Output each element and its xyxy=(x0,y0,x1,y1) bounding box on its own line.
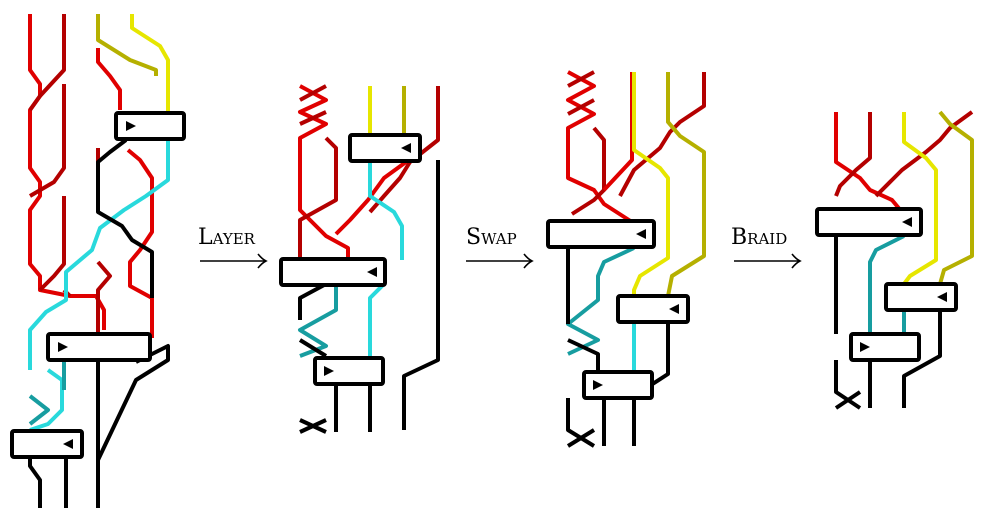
strand-dark-red-p4c xyxy=(874,110,974,198)
left-pointing-triangle-icon xyxy=(636,229,646,239)
right-pointing-triangle-icon xyxy=(58,342,68,352)
layer-box-p4-1 xyxy=(815,207,923,237)
step-layer: Layer xyxy=(198,225,268,269)
strand-red-p2a xyxy=(298,84,350,262)
strand-yellow-p3 xyxy=(632,72,670,296)
strand-red-p3a xyxy=(566,70,634,224)
strand-dark-red-p3b xyxy=(567,70,606,216)
strand-cyan-p2 xyxy=(368,162,404,358)
right-pointing-triangle-icon xyxy=(593,380,603,390)
left-pointing-triangle-icon xyxy=(367,267,377,277)
strand-dark-red-p2b xyxy=(298,84,338,258)
panel-original xyxy=(10,14,186,508)
strand-teal xyxy=(28,362,66,426)
strand-dark-red-b xyxy=(28,14,72,298)
strand-red-a xyxy=(28,14,106,330)
strand-yellow xyxy=(130,14,170,114)
layer-box-p2-2 xyxy=(279,257,387,287)
layer-box-p2-1 xyxy=(348,133,422,163)
strand-olive xyxy=(96,14,158,76)
strand-red-p2c xyxy=(334,160,408,236)
layer-box-p3-1 xyxy=(546,219,656,249)
panel-braid xyxy=(815,110,974,410)
layer-box-3 xyxy=(10,429,84,459)
step-label-swap: Swap xyxy=(466,225,517,250)
layer-box-p3-3 xyxy=(582,370,654,400)
step-label-braid: Braid xyxy=(731,225,787,250)
left-pointing-triangle-icon xyxy=(63,439,73,449)
layer-box-2 xyxy=(46,332,152,362)
strand-red-p3c xyxy=(602,72,634,192)
strand-red-c xyxy=(96,48,154,338)
strand-black-p4a xyxy=(834,236,942,408)
strand-yellow-p4 xyxy=(902,112,938,286)
layer-box-p2-3 xyxy=(313,356,385,386)
left-pointing-triangle-icon xyxy=(401,143,411,153)
panel-swap xyxy=(546,70,706,448)
layer-box-1 xyxy=(114,111,186,141)
left-pointing-triangle-icon xyxy=(937,292,947,302)
step-swap: Swap xyxy=(466,225,534,269)
strand-dark-red-p2d xyxy=(368,86,440,214)
layer-box-p4-2 xyxy=(884,282,958,312)
strand-black-c xyxy=(28,456,68,508)
right-pointing-triangle-icon xyxy=(126,121,136,131)
strand-red-p4a xyxy=(834,112,904,214)
strand-black-p2b xyxy=(299,384,372,434)
strand-black-a xyxy=(96,138,154,298)
strand-cyan xyxy=(28,140,170,432)
left-pointing-triangle-icon xyxy=(669,304,679,314)
strand-black-p3a xyxy=(566,248,600,372)
panel-layer xyxy=(279,84,440,434)
layer-box-p4-3 xyxy=(849,332,921,362)
strand-black-b xyxy=(96,344,170,508)
strand-black-p4b xyxy=(834,360,872,410)
strand-olive-p3 xyxy=(666,72,706,297)
right-pointing-triangle-icon xyxy=(324,366,334,376)
left-pointing-triangle-icon xyxy=(902,217,912,227)
strand-dark-red-p3d xyxy=(618,72,706,197)
strand-black-p2a xyxy=(298,160,440,430)
right-pointing-triangle-icon xyxy=(860,342,870,352)
step-label-layer: Layer xyxy=(198,225,256,250)
strand-teal-p4 xyxy=(868,234,906,334)
strand-olive-p4 xyxy=(938,110,974,285)
layer-box-p3-2 xyxy=(616,294,690,324)
step-braid: Braid xyxy=(731,225,802,269)
strand-teal-p3 xyxy=(566,246,635,356)
strand-dark-red-p4b xyxy=(834,112,872,197)
